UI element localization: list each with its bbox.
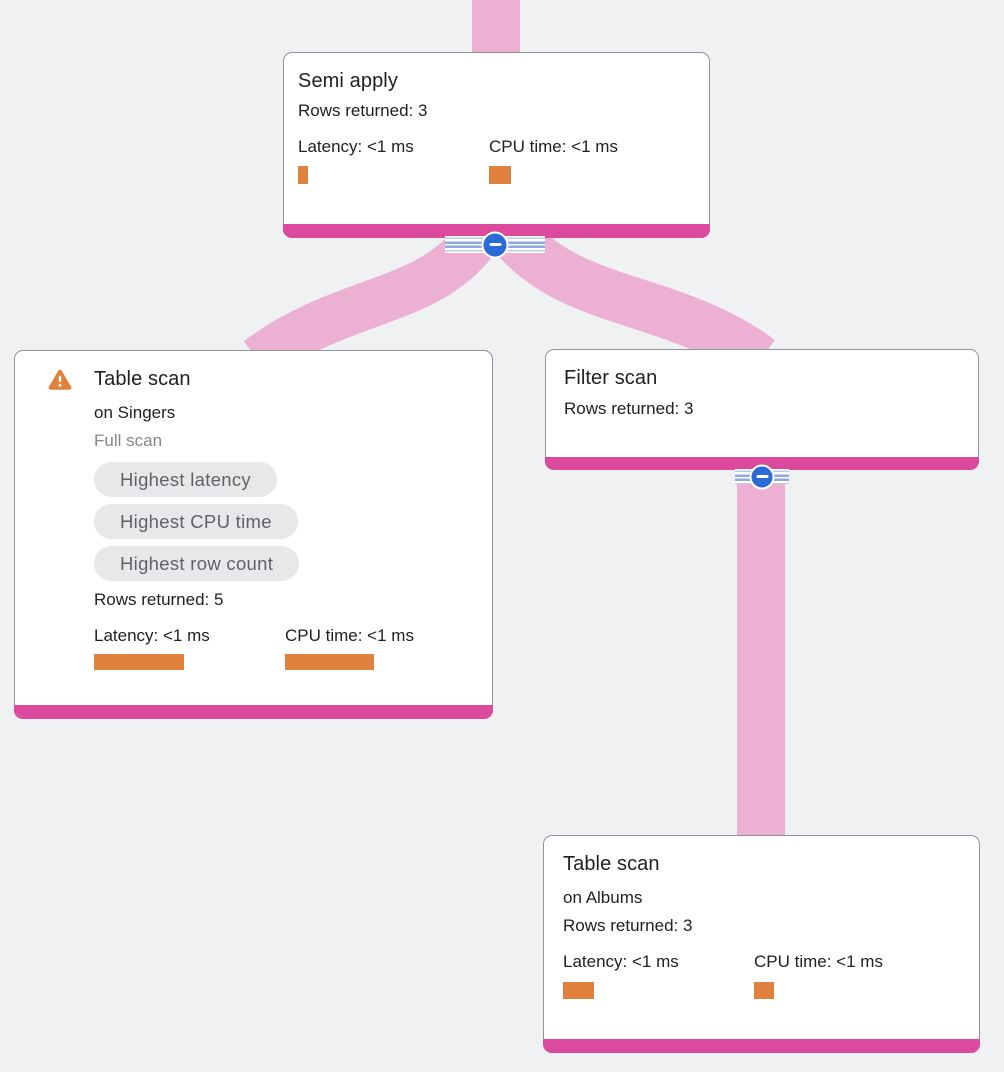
node-body: Table scan on Albums Rows returned: 3 La…: [544, 836, 979, 999]
node-details: on Singers Full scan Highest latency Hig…: [29, 401, 476, 670]
metrics-row: Latency: <1 ms CPU time: <1 ms: [563, 950, 963, 999]
node-filter-scan[interactable]: Filter scan Rows returned: 3: [545, 349, 979, 470]
node-table-scan-singers[interactable]: Table scan on Singers Full scan Highest …: [14, 350, 493, 719]
badge-highest-row-count: Highest row count: [94, 546, 300, 581]
latency-metric: Latency: <1 ms: [298, 135, 489, 184]
latency-metric: Latency: <1 ms: [563, 950, 754, 999]
node-accent-bar: [14, 705, 493, 719]
node-semi-apply[interactable]: Semi apply Rows returned: 3 Latency: <1 …: [283, 52, 710, 238]
badge-highest-cpu-time: Highest CPU time: [94, 504, 298, 539]
cpu-time-label: CPU time: <1 ms: [754, 952, 883, 971]
node-title: Filter scan: [564, 367, 658, 389]
node-table-scan-albums[interactable]: Table scan on Albums Rows returned: 3 La…: [543, 835, 980, 1053]
cpu-time-metric: CPU time: <1 ms: [285, 624, 476, 670]
latency-bar: [298, 166, 308, 184]
latency-bar: [94, 654, 184, 670]
node-title: Table scan: [563, 853, 660, 875]
rows-returned-text: Rows returned: 3: [564, 399, 694, 418]
collapse-circle: [481, 231, 509, 258]
edge-semi-apply-to-filter-scan: [496, 221, 775, 381]
minus-icon: [489, 243, 501, 246]
cpu-time-metric: CPU time: <1 ms: [754, 950, 945, 999]
node-body: Table scan on Singers Full scan Highest …: [15, 351, 492, 670]
latency-bar: [563, 982, 594, 999]
collapse-button-semi-apply[interactable]: [445, 231, 545, 258]
cpu-time-metric: CPU time: <1 ms: [489, 135, 680, 184]
node-accent-bar: [545, 457, 979, 470]
rows-returned-text: Rows returned: 3: [563, 916, 693, 935]
minus-icon: [756, 475, 768, 478]
scan-target-text: on Singers: [94, 403, 176, 422]
cpu-time-label: CPU time: <1 ms: [285, 626, 414, 645]
cpu-time-bar: [754, 982, 774, 999]
latency-label: Latency: <1 ms: [298, 137, 414, 156]
scan-type-text: Full scan: [94, 431, 163, 450]
collapse-button-filter-scan[interactable]: [735, 464, 789, 489]
badge-list: Highest latency Highest CPU time Highest…: [94, 462, 476, 581]
node-title: Semi apply: [298, 70, 398, 92]
rows-returned-text: Rows returned: 3: [298, 101, 428, 120]
warning-triangle-icon: [48, 369, 72, 390]
latency-label: Latency: <1 ms: [94, 626, 210, 645]
title-row: Table scan: [29, 366, 476, 393]
metrics-row: Latency: <1 ms CPU time: <1 ms: [94, 624, 476, 670]
cpu-time-bar: [489, 166, 511, 184]
badge-highest-latency: Highest latency: [94, 462, 277, 497]
node-title: Table scan: [94, 368, 191, 390]
edge-semi-apply-to-table-scan-singers: [243, 223, 497, 379]
collapse-circle: [749, 464, 775, 489]
metrics-row: Latency: <1 ms CPU time: <1 ms: [298, 135, 693, 184]
rows-returned-text: Rows returned: 5: [94, 590, 224, 609]
node-accent-bar: [543, 1039, 980, 1053]
latency-label: Latency: <1 ms: [563, 952, 679, 971]
latency-metric: Latency: <1 ms: [94, 624, 285, 670]
cpu-time-label: CPU time: <1 ms: [489, 137, 618, 156]
node-body: Filter scan Rows returned: 3: [546, 350, 978, 421]
node-body: Semi apply Rows returned: 3 Latency: <1 …: [284, 53, 709, 184]
cpu-time-bar: [285, 654, 374, 670]
scan-target-text: on Albums: [563, 888, 643, 907]
